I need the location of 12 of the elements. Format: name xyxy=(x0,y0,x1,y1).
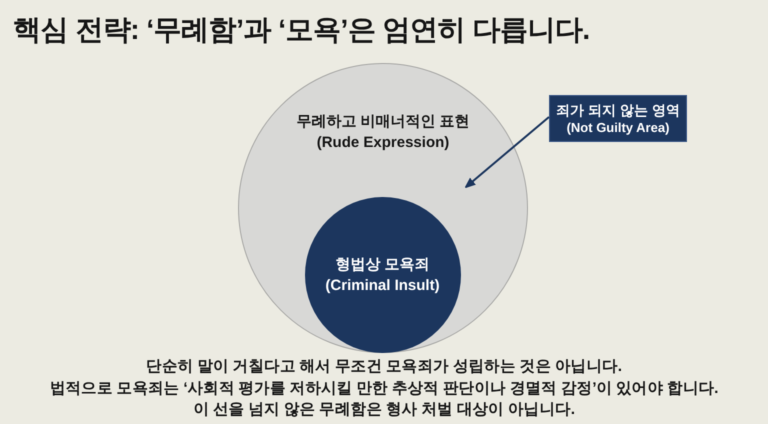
callout-box xyxy=(549,95,687,142)
note-text: 단순히 말이 거칠다고 해서 무조건 모욕죄가 성립하는 것은 아닙니다. xyxy=(146,357,622,377)
title: 핵심 전략: ‘무례함’과 ‘모욕’은 엄연히 다릅니다. xyxy=(13,13,590,47)
english-label: (Criminal Insult) xyxy=(325,276,440,296)
note-text: 이 선을 넘지 않은 무례함은 형사 처벌 대상이 아닙니다. xyxy=(193,400,575,420)
note-text: 법적으로 모욕죄는 ‘사회적 평가를 저하시킬 만한 추상적 판단이나 경멸적 감정’이 있어야 합니다. xyxy=(50,378,718,398)
korean-label: 죄가 되지 않는 영역 xyxy=(556,100,680,118)
english-label: (Not Guilty Area) xyxy=(566,118,670,136)
leader-arrow xyxy=(464,116,550,188)
english-label: (Rude Expression) xyxy=(316,133,450,153)
korean-label: 무례하고 비매너적인 표현 xyxy=(296,112,470,132)
korean-label: 형법상 모욕죄 xyxy=(335,254,430,274)
